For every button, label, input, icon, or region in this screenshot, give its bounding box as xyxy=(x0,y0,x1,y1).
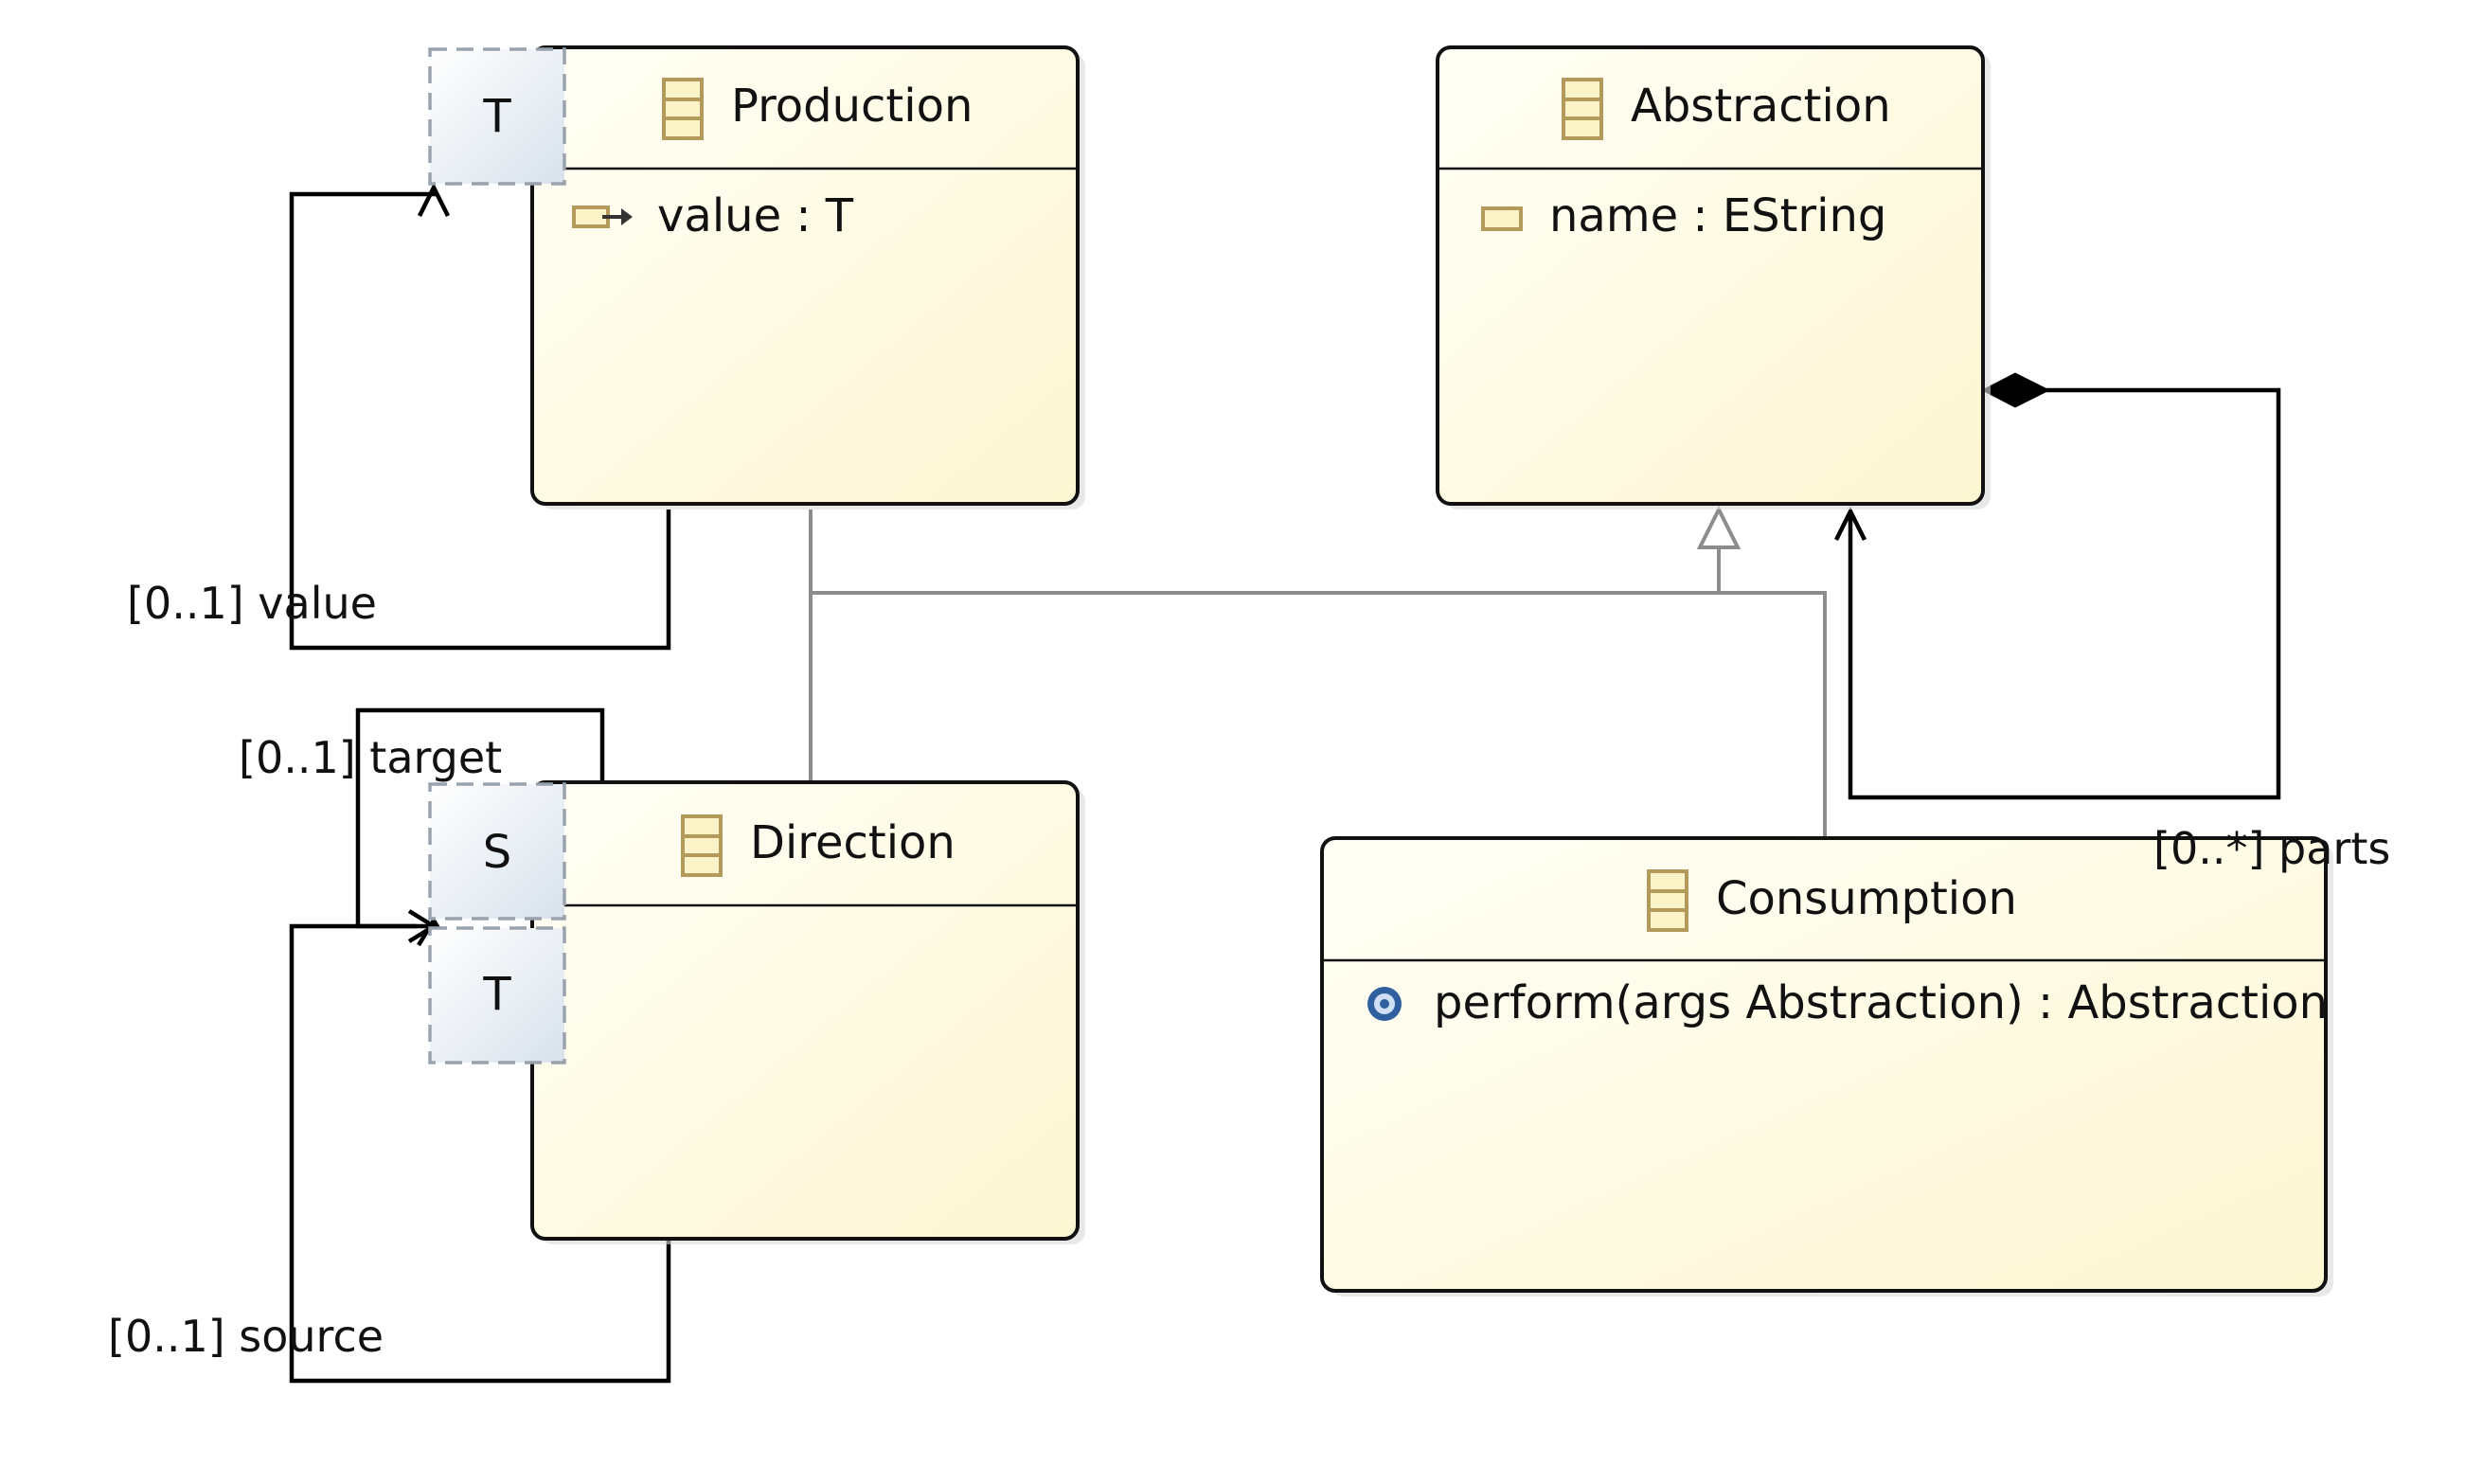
class-direction[interactable]: Direction xyxy=(530,780,1085,1244)
eclass-icon xyxy=(1647,869,1688,932)
type-parameter-T[interactable]: T xyxy=(428,926,566,1064)
type-parameter-name: S xyxy=(483,826,511,879)
eoperation-icon xyxy=(1367,987,1402,1021)
reference-edges xyxy=(289,182,2281,1384)
reference-label-value: [0..1] value xyxy=(127,578,377,629)
operation-label: perform(args Abstraction) : Abstraction xyxy=(1434,976,2328,1029)
class-name: Direction xyxy=(750,816,956,869)
attribute-label: name : EString xyxy=(1549,189,1886,242)
type-parameter-name: T xyxy=(482,90,511,143)
reference-production-value[interactable] xyxy=(289,188,671,651)
eclass-icon xyxy=(1562,78,1603,140)
class-name: Abstraction xyxy=(1631,80,1891,133)
reference-label-parts: [0..*] parts xyxy=(2153,823,2390,874)
generalization-edges xyxy=(809,505,1827,838)
generalization-production-abstraction[interactable] xyxy=(809,510,1721,595)
reference-abstraction-parts-arrow xyxy=(1833,506,1867,542)
class-abstraction[interactable]: Abstraction name : EString xyxy=(1436,45,1991,510)
reference-label-target: [0..1] target xyxy=(239,732,502,783)
class-consumption[interactable]: Consumption perform(args Abstraction) : … xyxy=(1320,836,2333,1296)
class-name: Consumption xyxy=(1716,872,2017,925)
generalization-consumption-abstraction[interactable] xyxy=(1719,591,1827,838)
generalization-arrowhead xyxy=(1696,505,1742,549)
reference-abstraction-parts[interactable] xyxy=(1848,387,2281,800)
reference-production-value-arrow xyxy=(417,182,451,218)
class-name: Production xyxy=(731,80,973,133)
eattribute-icon xyxy=(1481,206,1523,231)
class-production[interactable]: Production value : T xyxy=(530,45,1085,510)
reference-label-source: [0..1] source xyxy=(108,1311,384,1362)
type-parameter-name: T xyxy=(482,968,511,1021)
eclass-icon xyxy=(681,814,723,877)
containment-diamond xyxy=(1981,372,2051,408)
type-parameter-S[interactable]: S xyxy=(428,782,566,921)
reference-attribute-icon xyxy=(572,206,633,228)
eclass-icon xyxy=(662,78,704,140)
reference-direction-source[interactable] xyxy=(289,923,671,1384)
reference-direction-arrow xyxy=(407,909,438,943)
attribute-label: value : T xyxy=(657,189,854,242)
type-parameter-T[interactable]: T xyxy=(428,47,566,186)
